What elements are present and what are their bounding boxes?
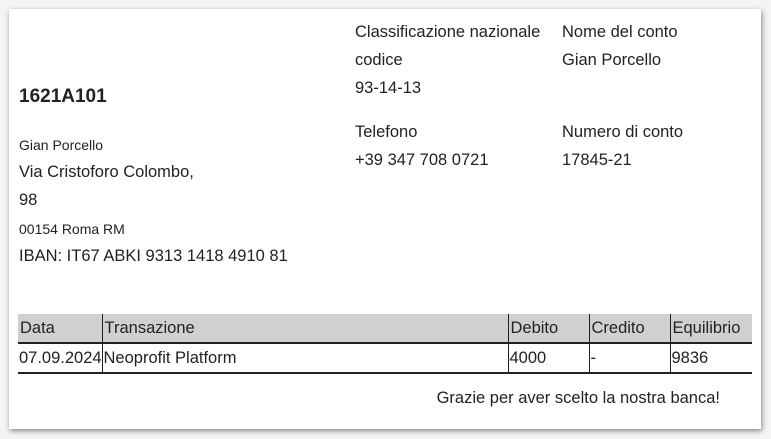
column-header-balance: Equilibrio [669, 314, 752, 344]
account-holder-name: Gian Porcello [19, 137, 104, 153]
cell-date: 07.09.2024 [18, 343, 102, 374]
column-header-transaction: Transazione [101, 314, 508, 344]
phone-value: +39 347 708 0721 [355, 151, 489, 169]
account-number-label: Numero di conto [562, 123, 684, 141]
account-number-value: 17845-21 [562, 151, 632, 169]
cell-debit: 4000 [507, 343, 589, 374]
sort-code-label-1: Classificazione nazionale [355, 23, 541, 41]
column-header-date: Data [18, 314, 102, 344]
column-header-debit: Debito [507, 314, 589, 344]
account-id: 1621A101 [19, 86, 107, 107]
account-name-value: Gian Porcello [562, 51, 662, 69]
cell-balance: 9836 [669, 343, 752, 374]
account-name-label: Nome del conto [562, 23, 678, 41]
postal-city: 00154 Roma RM [19, 221, 125, 237]
sort-code-value: 93-14-13 [355, 79, 422, 97]
transactions-table: Data Transazione Debito Credito Equilibr… [18, 314, 752, 374]
address-line-2: 98 [19, 191, 38, 209]
cell-credit: - [588, 343, 670, 374]
table-header-row: Data Transazione Debito Credito Equilibr… [18, 314, 752, 344]
thank-you-note: Grazie per aver scelto la nostra banca! [436, 389, 720, 407]
table-row: 07.09.2024 Neoprofit Platform 4000 - 983… [18, 343, 752, 374]
cell-transaction: Neoprofit Platform [101, 343, 508, 374]
bank-statement: 1621A101 Gian Porcello Via Cristoforo Co… [9, 9, 761, 429]
phone-label: Telefono [355, 123, 418, 141]
iban: IBAN: IT67 ABKI 9313 1418 4910 81 [19, 247, 288, 265]
column-header-credit: Credito [588, 314, 670, 344]
address-line-1: Via Cristoforo Colombo, [19, 163, 194, 181]
sort-code-label-2: codice [355, 51, 403, 69]
